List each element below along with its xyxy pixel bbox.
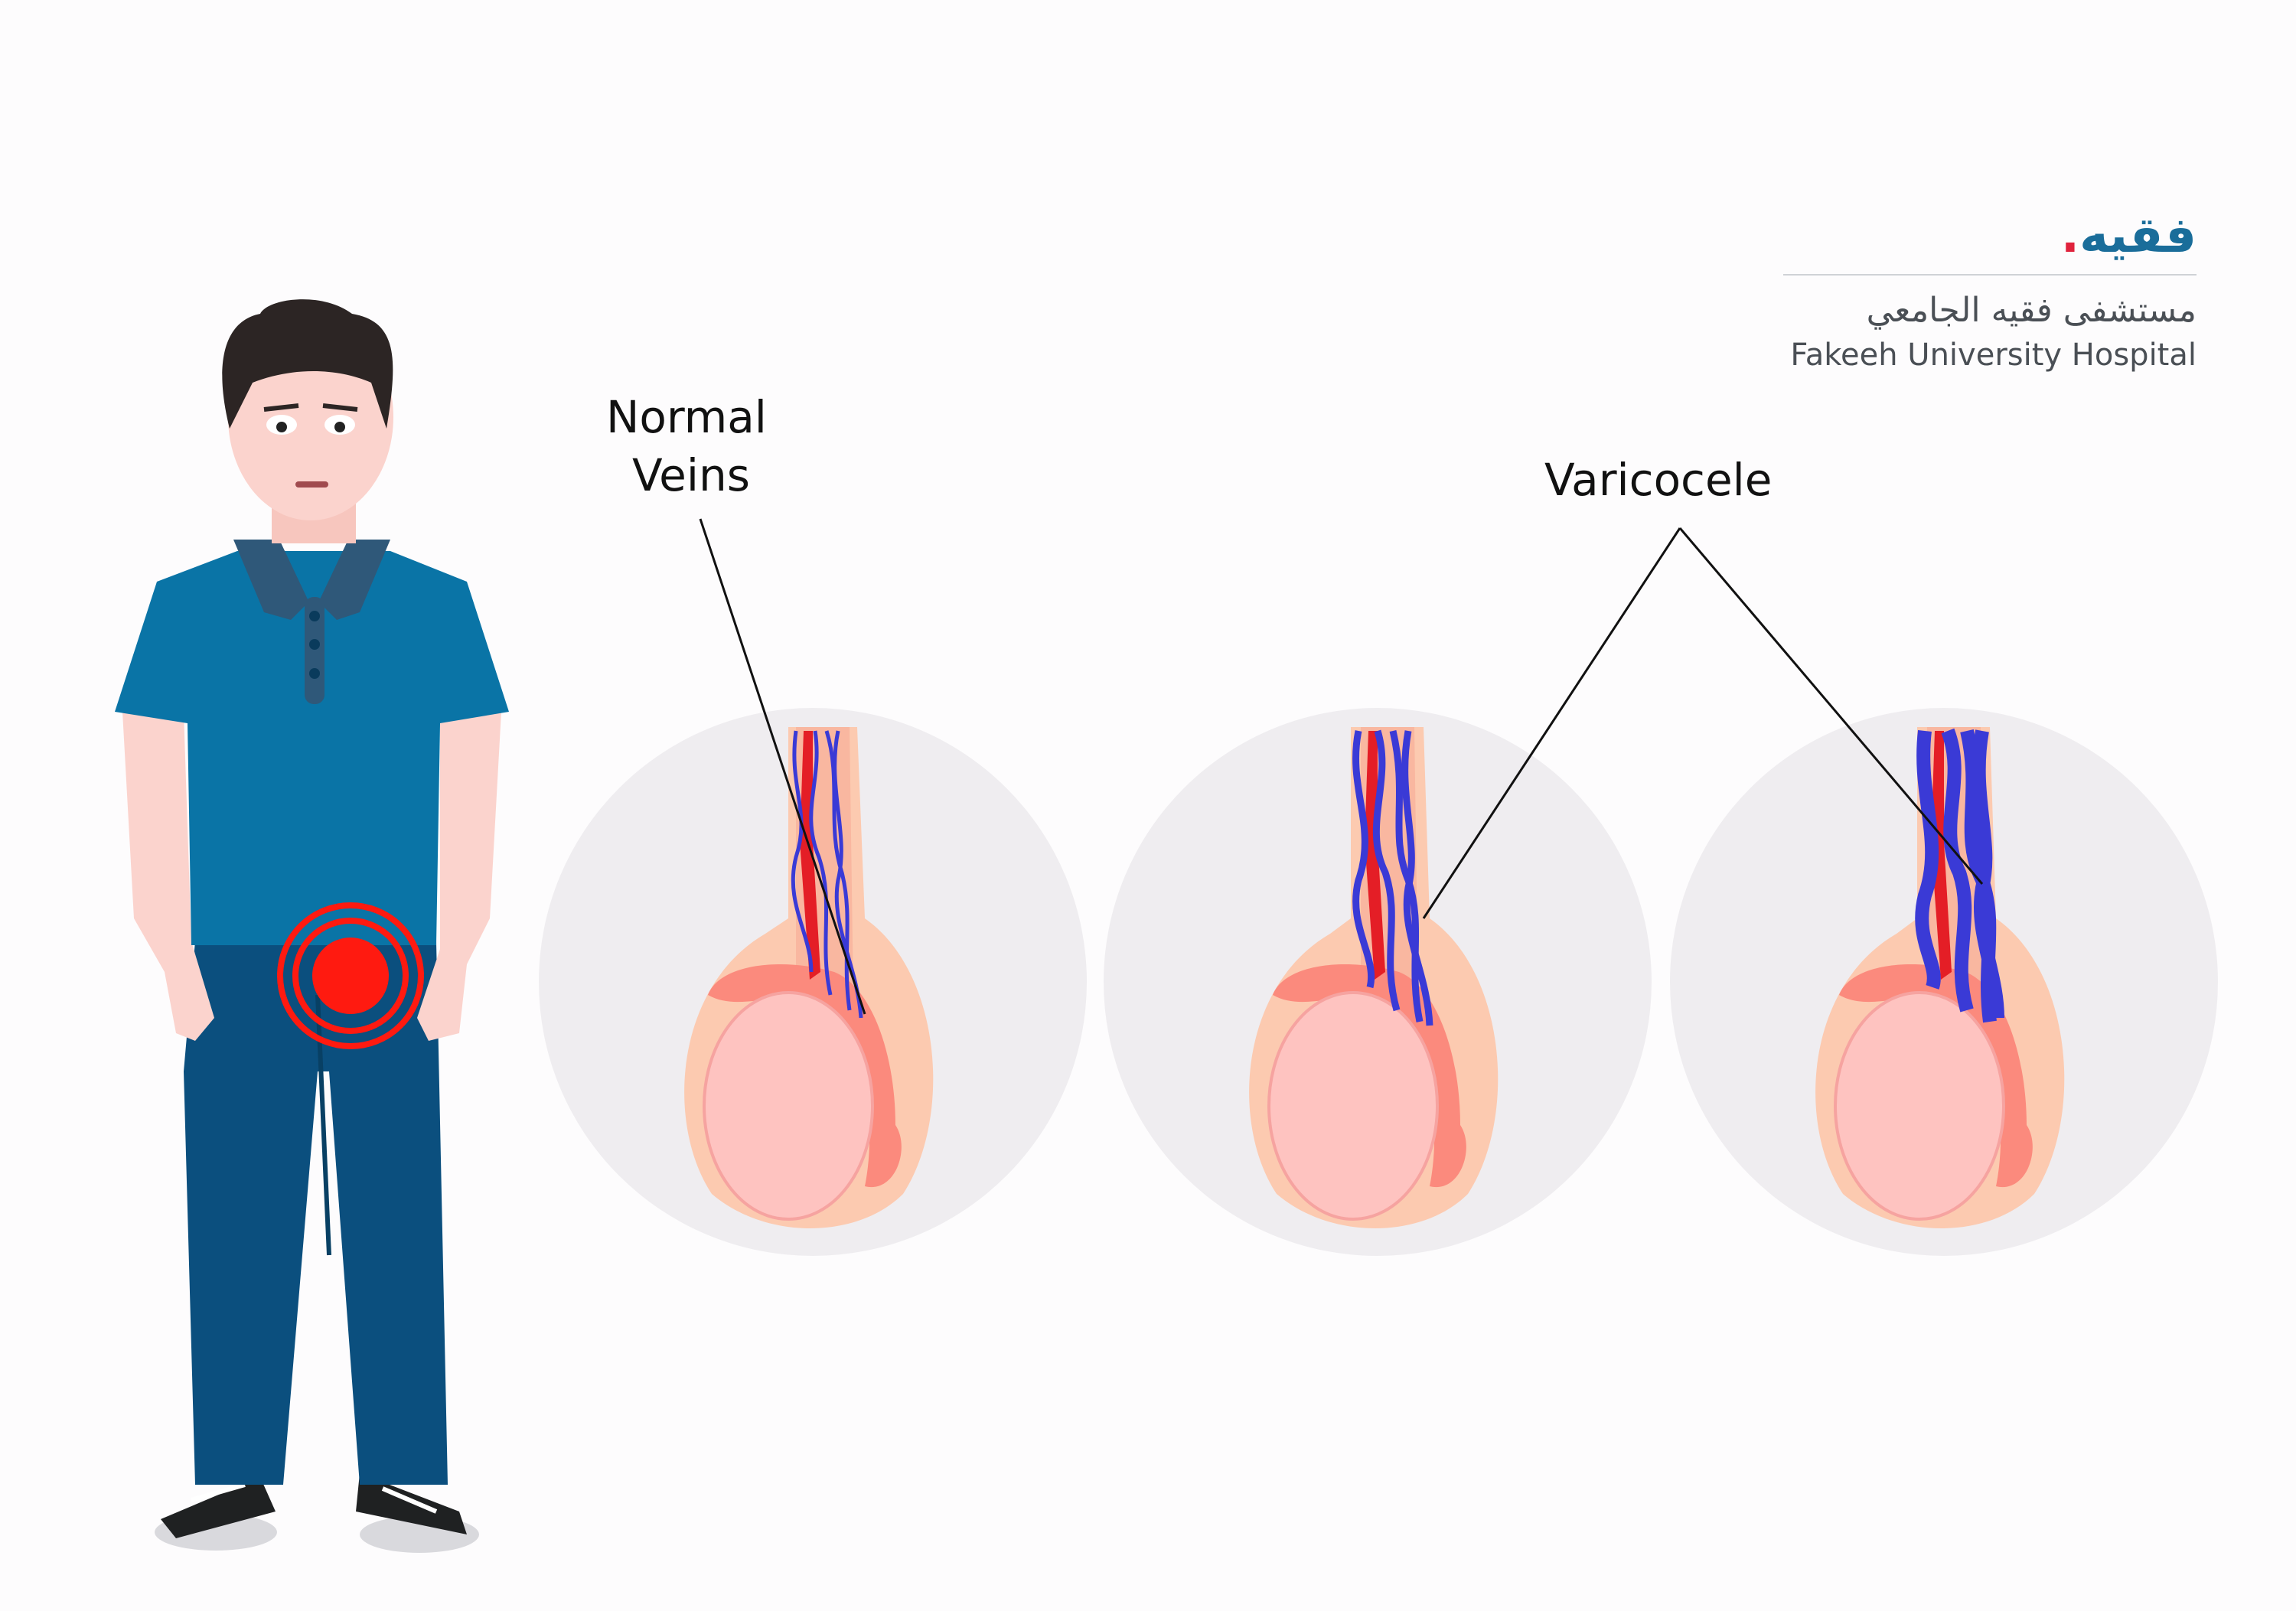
logo-mark-text: فقيه bbox=[2079, 207, 2197, 264]
diagram-varicocele-severe bbox=[1670, 708, 2218, 1256]
left-shoe bbox=[155, 1477, 277, 1551]
logo-english-name: Fakeeh University Hospital bbox=[1783, 334, 2197, 377]
label-normal-veins-line2: Veins bbox=[632, 447, 750, 504]
logo-divider bbox=[1783, 274, 2197, 276]
diagram-normal-veins bbox=[539, 708, 1087, 1256]
right-shoe bbox=[356, 1473, 479, 1553]
man-figure bbox=[115, 299, 509, 1553]
diagram-varicocele-moderate bbox=[1104, 708, 1652, 1256]
logo-dot: . bbox=[2061, 207, 2079, 264]
pants bbox=[184, 941, 448, 1485]
logo-arabic-name: مستشفى فقيه الجامعي bbox=[1783, 288, 2197, 334]
logo-mark: .فقيه bbox=[1783, 205, 2197, 266]
hospital-logo: .فقيه مستشفى فقيه الجامعي Fakeeh Univers… bbox=[1783, 205, 2197, 377]
label-varicocele: Varicocele bbox=[1544, 452, 1772, 508]
testis bbox=[704, 993, 872, 1219]
label-normal-veins-line1: Normal bbox=[606, 389, 767, 445]
